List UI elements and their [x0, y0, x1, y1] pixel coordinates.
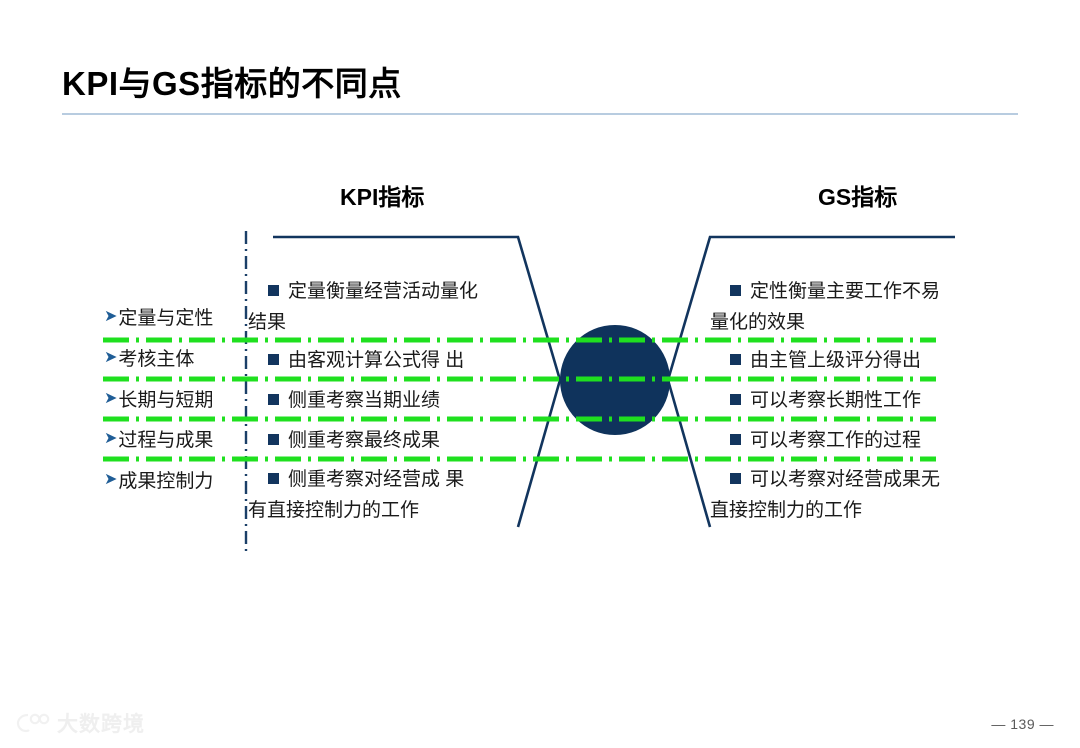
kpi-item-line1: 定量衡量经营活动量化 [288, 281, 479, 302]
row-label-2: ➤ 长期与短期 [104, 385, 213, 412]
kpi-item-4: 侧重考察对经营成 果 有直接控制力的工作 [248, 464, 538, 526]
kpi-item-2: 侧重考察当期业绩 [268, 385, 538, 416]
column-header-gs: GS指标 [818, 184, 898, 210]
square-bullet-icon [730, 394, 741, 405]
gs-item-line1: 可以考察工作的过程 [750, 430, 922, 451]
arrow-bullet-icon: ➤ [104, 429, 118, 447]
square-bullet-icon [268, 394, 279, 405]
gs-item-line1: 可以考察对经营成果无 [750, 469, 941, 490]
square-bullet-icon [730, 434, 741, 445]
arrow-bullet-icon: ➤ [104, 307, 118, 325]
square-bullet-icon [268, 354, 279, 365]
kpi-item-line2: 结果 [248, 312, 287, 333]
square-bullet-icon [268, 473, 279, 484]
row-label-4: ➤ 成果控制力 [104, 466, 213, 493]
square-bullet-icon [268, 285, 279, 296]
square-bullet-icon [730, 473, 741, 484]
watermark-text: 大数跨境 [57, 713, 145, 736]
gs-item-2: 可以考察长期性工作 [730, 385, 970, 416]
gs-item-line2: 直接控制力的工作 [710, 500, 863, 521]
kpi-item-line1: 由客观计算公式得 出 [288, 350, 465, 371]
gs-item-4: 可以考察对经营成果无 直接控制力的工作 [710, 464, 970, 526]
title-divider [62, 113, 1018, 115]
gs-item-1: 由主管上级评分得出 [730, 345, 970, 376]
gs-item-line1: 定性衡量主要工作不易 [750, 281, 941, 302]
row-label-text: 长期与短期 [118, 390, 214, 411]
kpi-item-line1: 侧重考察最终成果 [288, 430, 441, 451]
square-bullet-icon [730, 285, 741, 296]
center-circle [560, 325, 670, 435]
square-bullet-icon [268, 434, 279, 445]
watermark: 大数跨境 [16, 708, 145, 738]
gs-item-line2: 量化的效果 [710, 312, 806, 333]
gs-item-line1: 可以考察长期性工作 [750, 390, 922, 411]
arrow-bullet-icon: ➤ [104, 470, 118, 488]
gs-item-3: 可以考察工作的过程 [730, 425, 970, 456]
row-label-text: 成果控制力 [118, 471, 214, 492]
arrow-bullet-icon: ➤ [104, 348, 118, 366]
square-bullet-icon [730, 354, 741, 365]
kpi-item-1: 由客观计算公式得 出 [268, 345, 538, 376]
gs-item-0: 定性衡量主要工作不易 量化的效果 [710, 276, 970, 338]
row-label-text: 考核主体 [118, 349, 195, 370]
kpi-item-0: 定量衡量经营活动量化 结果 [248, 276, 538, 338]
row-label-text: 过程与成果 [118, 430, 214, 451]
arrow-bullet-icon: ➤ [104, 389, 118, 407]
kpi-item-3: 侧重考察最终成果 [268, 425, 538, 456]
row-label-3: ➤ 过程与成果 [104, 425, 213, 452]
row-label-1: ➤ 考核主体 [104, 344, 194, 371]
column-header-kpi: KPI指标 [340, 184, 425, 210]
row-label-text: 定量与定性 [118, 308, 214, 329]
gs-item-line1: 由主管上级评分得出 [750, 350, 922, 371]
kpi-item-line1: 侧重考察当期业绩 [288, 390, 441, 411]
watermark-logo-icon [16, 713, 50, 733]
row-label-0: ➤ 定量与定性 [104, 303, 213, 330]
kpi-item-line2: 有直接控制力的工作 [248, 500, 420, 521]
page-title: KPI与GS指标的不同点 [62, 65, 402, 102]
kpi-item-line1: 侧重考察对经营成 果 [288, 469, 465, 490]
page-number: — 139 — [991, 716, 1054, 732]
